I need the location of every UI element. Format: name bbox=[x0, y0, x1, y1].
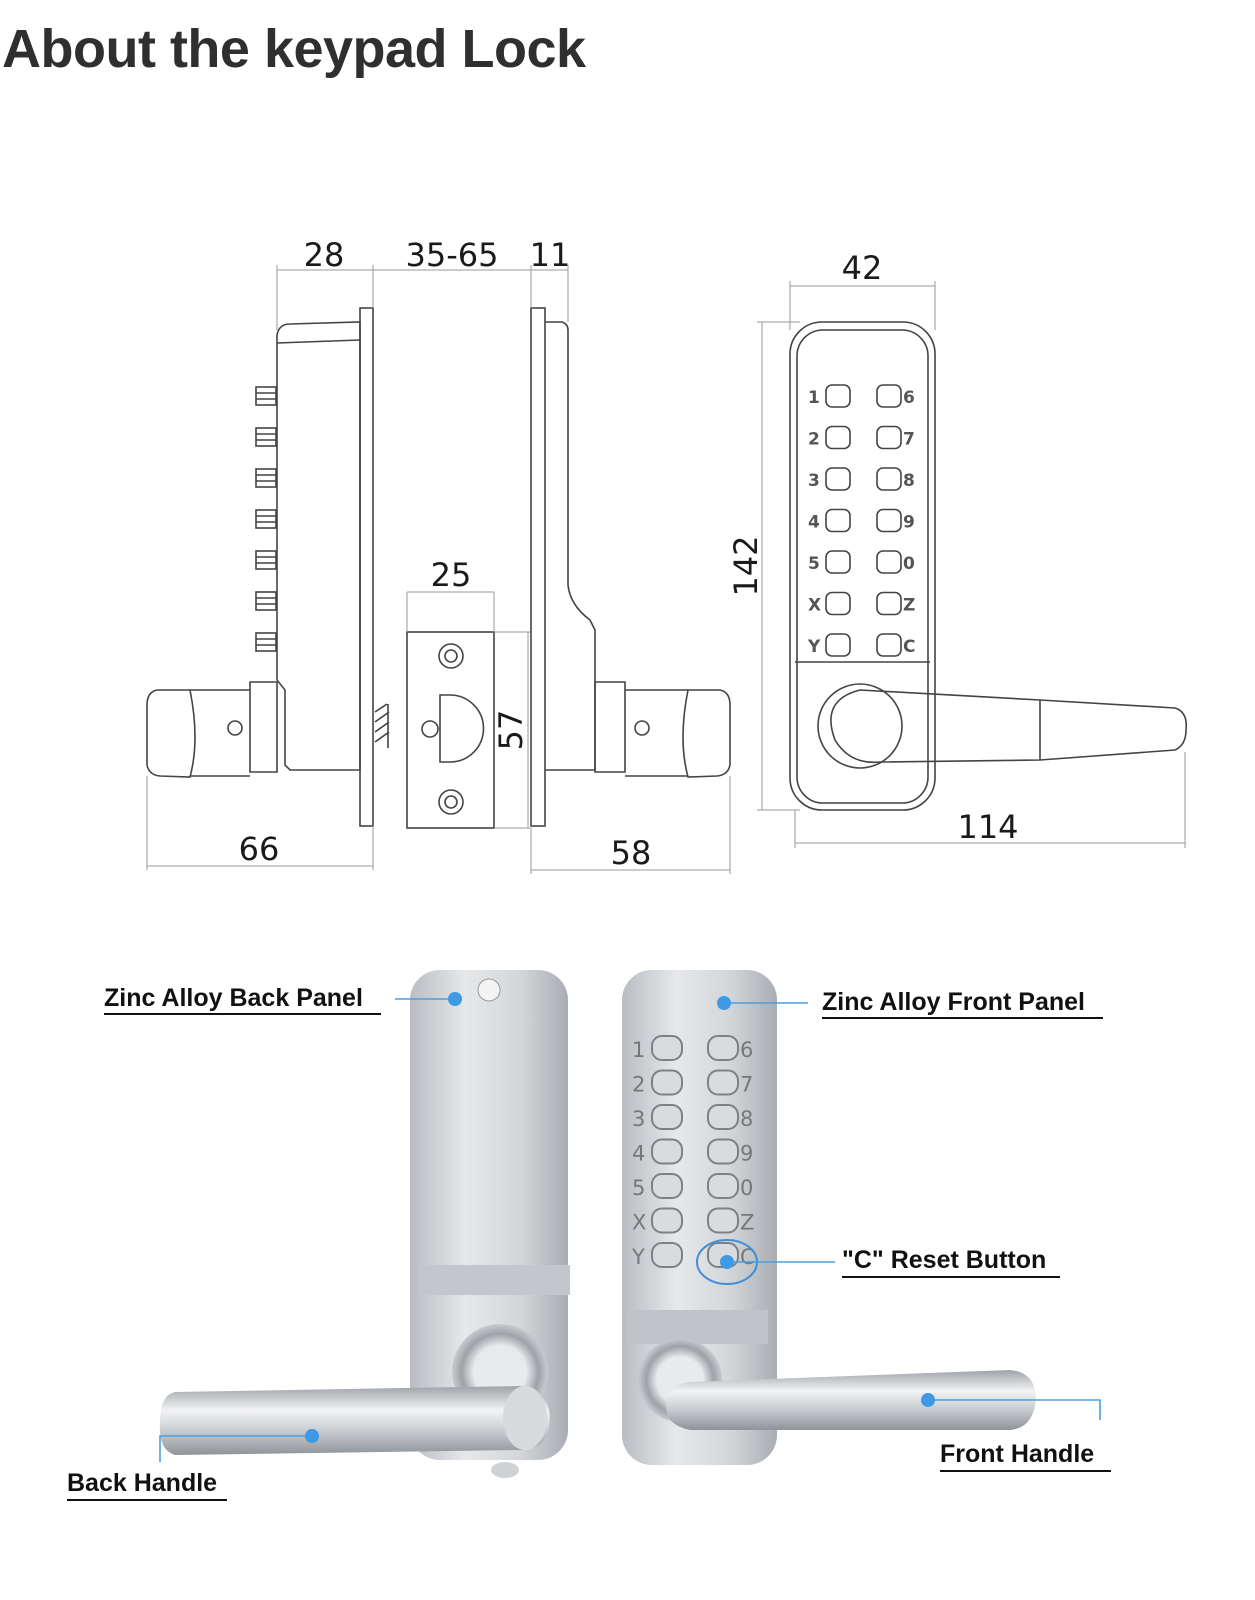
key-label: 2 bbox=[632, 1073, 645, 1097]
side-button bbox=[255, 591, 277, 611]
key-label: 4 bbox=[808, 513, 820, 533]
front-keypad-photo: 1 6 2 7 3 8 4 9 5 0X Z Y C bbox=[631, 1035, 755, 1269]
dim-panel-height: 142 bbox=[727, 535, 765, 596]
key-label: X bbox=[632, 1211, 646, 1235]
side-button bbox=[255, 632, 277, 652]
key-label: C bbox=[740, 1245, 755, 1269]
keypad-button bbox=[651, 1173, 683, 1199]
side-button bbox=[255, 509, 277, 529]
key-label: 1 bbox=[632, 1038, 645, 1062]
dim-front-plate: 11 bbox=[530, 236, 571, 274]
key-label: 0 bbox=[740, 1176, 753, 1200]
svg-text:Zinc Alloy Back Panel: Zinc Alloy Back Panel bbox=[104, 984, 363, 1012]
key-drawing bbox=[825, 467, 851, 491]
keypad-button bbox=[707, 1035, 739, 1061]
front-view-drawing: 1 6 2 7 3 8 4 9 5 0X Z Y C bbox=[789, 321, 1188, 811]
key-label: 7 bbox=[903, 430, 915, 450]
side-button bbox=[255, 427, 277, 447]
key-drawing bbox=[876, 467, 902, 491]
key-label: 6 bbox=[740, 1038, 753, 1062]
key-label: 9 bbox=[740, 1142, 753, 1166]
back-panel-render bbox=[159, 970, 570, 1478]
callout-back-panel: Zinc Alloy Back Panel bbox=[104, 984, 462, 1015]
keypad-button bbox=[651, 1138, 683, 1165]
front-dimensions: 42 142 114 bbox=[727, 249, 1186, 848]
key-label: Z bbox=[740, 1211, 754, 1235]
key-label: 5 bbox=[808, 554, 820, 574]
keypad-button bbox=[707, 1069, 739, 1096]
svg-text:Back Handle: Back Handle bbox=[67, 1469, 217, 1497]
keypad-button bbox=[707, 1173, 739, 1199]
page-title: About the keypad Lock bbox=[2, 19, 586, 79]
key-label: 5 bbox=[632, 1176, 645, 1200]
keypad-button bbox=[651, 1069, 683, 1096]
svg-text:"C" Reset Button: "C" Reset Button bbox=[842, 1246, 1046, 1274]
dim-door-thickness: 35-65 bbox=[406, 236, 499, 274]
keypad-button bbox=[651, 1035, 683, 1061]
front-keypad-drawing: 1 6 2 7 3 8 4 9 5 0X Z Y C bbox=[807, 384, 915, 657]
key-drawing bbox=[825, 425, 851, 450]
key-label: 7 bbox=[740, 1073, 753, 1097]
front-panel-render: 1 6 2 7 3 8 4 9 5 0X Z Y C bbox=[622, 970, 1036, 1465]
dim-back-projection: 66 bbox=[239, 830, 280, 868]
callout-reset-button: "C" Reset Button bbox=[696, 1239, 1060, 1285]
key-drawing bbox=[876, 508, 902, 533]
side-button bbox=[255, 550, 277, 570]
key-label: 4 bbox=[632, 1142, 645, 1166]
key-label: 1 bbox=[808, 388, 820, 408]
keypad-button bbox=[651, 1104, 683, 1130]
key-label: 3 bbox=[632, 1107, 645, 1131]
key-label: 3 bbox=[808, 471, 820, 491]
key-drawing bbox=[825, 508, 851, 533]
dim-latch-width: 25 bbox=[431, 556, 472, 594]
dim-back-depth: 28 bbox=[304, 236, 345, 274]
key-label: X bbox=[808, 596, 821, 616]
key-drawing bbox=[876, 591, 902, 616]
key-label: 6 bbox=[903, 388, 915, 408]
keypad-button bbox=[707, 1138, 739, 1165]
dim-front-projection: 58 bbox=[611, 834, 652, 872]
svg-text:Zinc Alloy Front Panel: Zinc Alloy Front Panel bbox=[822, 988, 1085, 1016]
side-button bbox=[255, 386, 277, 406]
key-label: 8 bbox=[903, 471, 915, 491]
key-label: 2 bbox=[808, 430, 820, 450]
dim-panel-width: 42 bbox=[842, 249, 883, 287]
dim-latch-height: 57 bbox=[492, 710, 530, 751]
key-label: Y bbox=[807, 637, 821, 657]
keypad-button bbox=[651, 1242, 683, 1268]
key-label: 8 bbox=[740, 1107, 753, 1131]
key-drawing bbox=[876, 425, 902, 450]
side-view-drawing bbox=[146, 307, 731, 829]
key-drawing bbox=[825, 633, 851, 657]
callout-back-handle: Back Handle bbox=[67, 1429, 319, 1501]
key-drawing bbox=[876, 633, 902, 657]
key-label: C bbox=[903, 637, 915, 657]
key-label: Z bbox=[903, 596, 915, 616]
key-drawing bbox=[825, 550, 851, 574]
side-button bbox=[255, 468, 277, 488]
key-drawing bbox=[876, 384, 902, 408]
key-label: Y bbox=[631, 1245, 645, 1269]
side-dimensions: 28 35-65 11 25 57 66 58 bbox=[146, 236, 731, 874]
dim-handle-length: 114 bbox=[957, 808, 1018, 846]
keypad-button bbox=[651, 1207, 683, 1234]
key-drawing bbox=[825, 384, 851, 408]
key-drawing bbox=[876, 550, 902, 574]
key-label: 9 bbox=[903, 513, 915, 533]
key-drawing bbox=[825, 591, 851, 616]
keypad-button bbox=[707, 1104, 739, 1130]
side-keypad-buttons bbox=[255, 386, 277, 652]
key-label: 0 bbox=[903, 554, 915, 574]
keypad-button bbox=[707, 1207, 739, 1234]
svg-text:Front Handle: Front Handle bbox=[940, 1440, 1094, 1468]
callout-front-handle: Front Handle bbox=[921, 1393, 1111, 1472]
callout-front-panel: Zinc Alloy Front Panel bbox=[717, 988, 1103, 1019]
